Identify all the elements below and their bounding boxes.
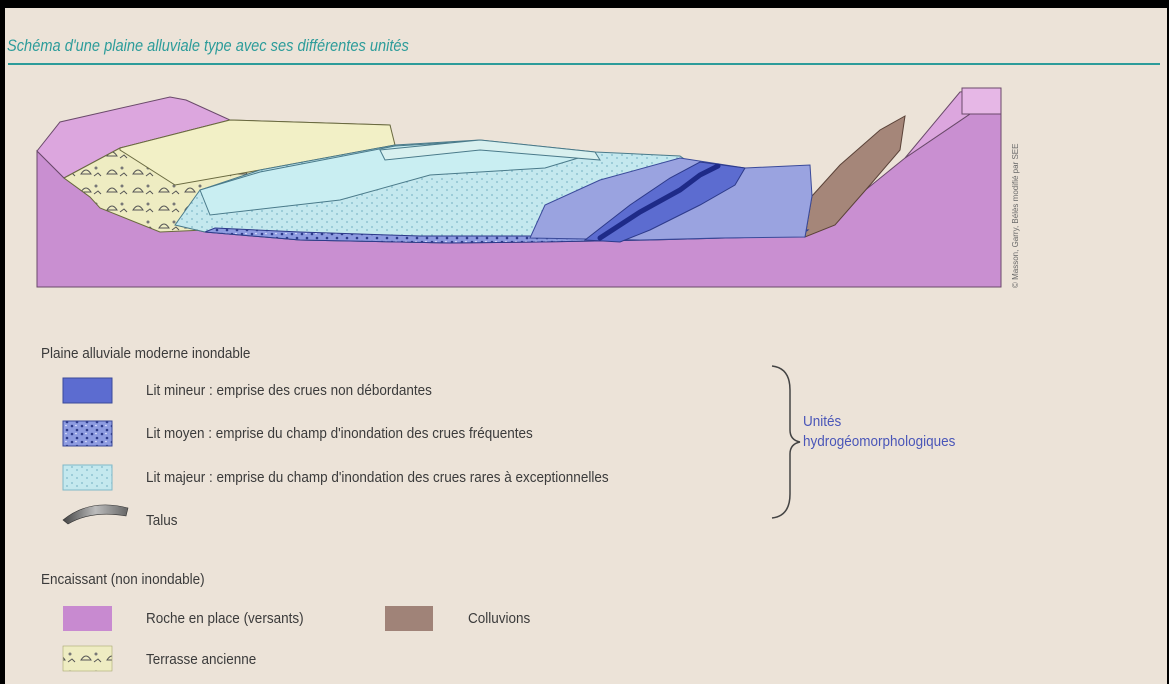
legend-label-terrasse: Terrasse ancienne: [146, 651, 256, 668]
roche-right-block: [962, 88, 1001, 114]
swatch-colluvions: [385, 606, 433, 631]
legend-label-roche: Roche en place (versants): [146, 610, 304, 627]
image-credit: © Masson, Garry, Bélès modifié par SEE: [1011, 144, 1020, 288]
units-line-1: Unités: [803, 412, 955, 432]
legend-label-colluvions: Colluvions: [468, 610, 530, 627]
swatch-roche: [63, 606, 112, 631]
units-line-2: hydrogéomorphologiques: [803, 432, 955, 452]
legend-label-lit-majeur: Lit majeur : emprise du champ d'inondati…: [146, 469, 609, 486]
legend-label-lit-moyen: Lit moyen : emprise du champ d'inondatio…: [146, 425, 533, 442]
legend-label-lit-mineur: Lit mineur : emprise des crues non débor…: [146, 382, 432, 399]
units-brace: [772, 366, 800, 518]
legend-heading-encaissant: Encaissant (non inondable): [41, 571, 205, 588]
swatch-terrasse: [63, 646, 112, 671]
swatch-lit-majeur: [63, 465, 112, 490]
units-label: Unités hydrogéomorphologiques: [803, 412, 955, 452]
swatch-talus: [63, 505, 128, 524]
legend-heading-plaine: Plaine alluviale moderne inondable: [41, 345, 250, 362]
swatch-lit-mineur: [63, 378, 112, 403]
swatch-lit-moyen: [63, 421, 112, 446]
legend-label-talus: Talus: [146, 512, 178, 529]
